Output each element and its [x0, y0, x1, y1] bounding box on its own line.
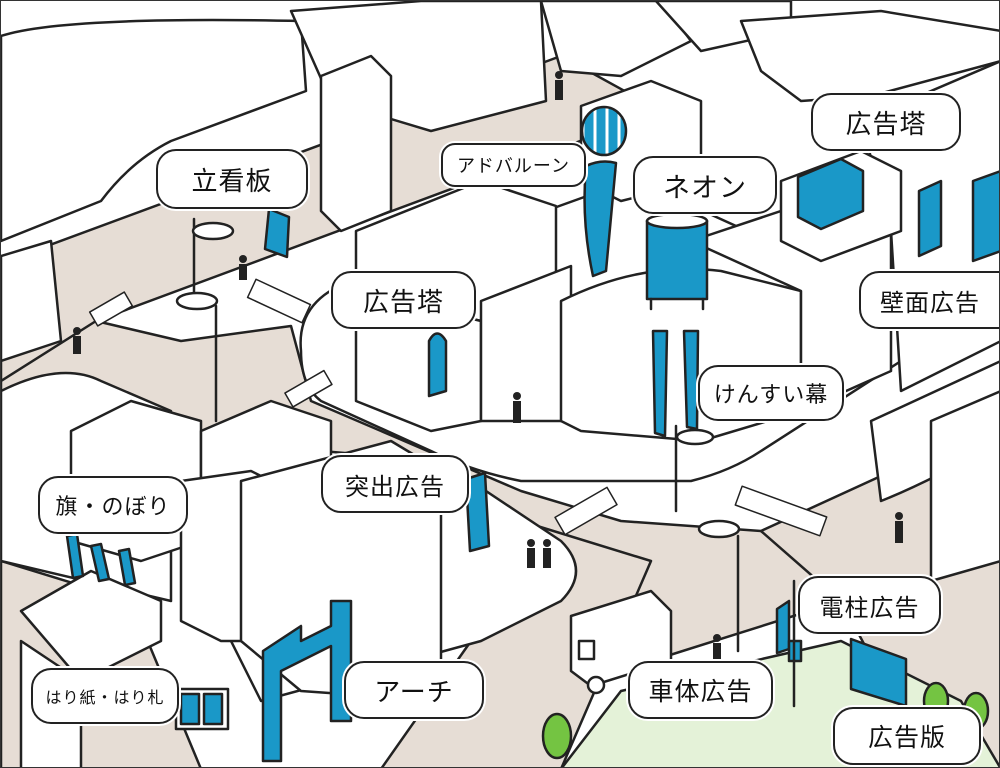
arch	[261, 599, 353, 763]
label-posters: はり紙・はり札	[31, 668, 179, 724]
wall-ad-2	[971, 170, 999, 263]
label-billboard: 広告版	[833, 707, 981, 765]
flag-2	[89, 542, 111, 583]
ad-balloon	[580, 105, 628, 157]
standing-signboard	[263, 207, 291, 259]
neon-sign	[645, 219, 709, 301]
label-arch: アーチ	[344, 661, 484, 719]
label-ad-balloon: アドバルーン	[441, 143, 586, 187]
label-pole-ad: 電柱広告	[798, 576, 941, 634]
rooftop-ad-tower	[796, 157, 865, 231]
label-hanging-banner: けんすい幕	[698, 365, 844, 421]
label-standing-signboard: 立看板	[156, 149, 308, 209]
pedestrians	[73, 71, 903, 661]
ad-elements	[65, 105, 999, 763]
block-northwest	[1, 18, 308, 243]
ad-tower-sign	[427, 332, 448, 398]
street-lamps	[175, 217, 796, 708]
pole-ad-plate	[775, 599, 791, 655]
label-wall-ad: 壁面広告	[859, 271, 999, 329]
crosswalks	[88, 278, 828, 537]
building-east	[929, 390, 999, 583]
label-projecting-sign: 突出広告	[321, 455, 469, 513]
ad-balloon-banner	[583, 160, 618, 278]
flag-1	[65, 532, 85, 580]
hanging-banner-1	[651, 329, 669, 438]
hanging-banner-2	[682, 329, 700, 431]
billboard-panel	[849, 637, 908, 708]
label-neon: ネオン	[633, 156, 777, 214]
label-flags: 旗・のぼり	[38, 476, 188, 534]
projecting-sign	[464, 471, 491, 553]
flag-3	[117, 547, 137, 587]
wall-ad-1	[917, 179, 943, 258]
label-vehicle-ad: 車体広告	[628, 661, 773, 719]
label-ad-tower-top: 広告塔	[811, 93, 961, 151]
label-ad-tower-center: 広告塔	[331, 271, 476, 329]
